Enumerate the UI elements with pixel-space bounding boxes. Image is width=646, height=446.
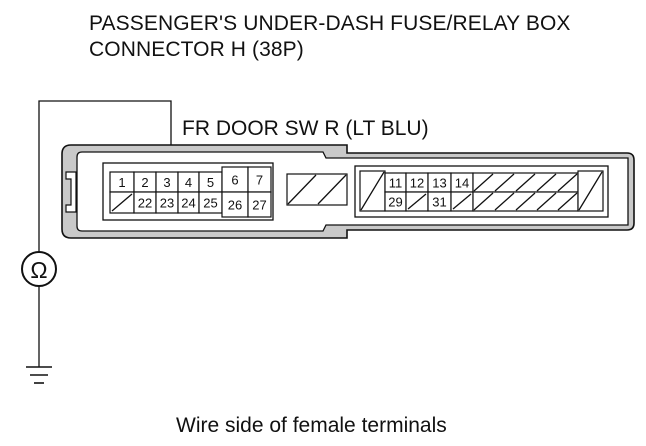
terminal-cavity: 3: [155, 171, 179, 193]
terminal-cavity: 27: [247, 191, 272, 218]
blank-cavity: [450, 191, 474, 212]
terminal-cavity: 2: [133, 171, 157, 193]
terminal-cavity: 31: [427, 191, 452, 212]
terminal-cavity: 11: [384, 172, 407, 193]
terminal-cavity: 24: [177, 191, 200, 214]
terminal-cavity: 6: [221, 166, 249, 193]
terminal-number: 25: [203, 196, 217, 211]
blank-cavity-group: [472, 191, 579, 212]
terminal-cavity: 26: [221, 191, 249, 218]
terminal-cavity: 29: [384, 191, 407, 212]
blank-cavity-group: [577, 170, 604, 212]
blank-cavity: [405, 191, 429, 212]
blank-cavity-group: [286, 173, 348, 206]
terminal-number: 23: [160, 196, 174, 211]
terminal-number: 13: [432, 176, 446, 191]
terminal-cavity: 25: [198, 191, 223, 214]
terminal-cavity: 4: [177, 171, 200, 193]
terminal-cavity: 13: [427, 172, 452, 193]
terminal-number: 11: [389, 176, 403, 191]
wire-label: FR DOOR SW R (LT BLU): [182, 117, 429, 140]
terminal-number: 26: [228, 198, 242, 213]
right-terminal-block: 11 12 13 14 29 31: [359, 170, 604, 212]
blank-cavity-group: [359, 170, 386, 212]
terminal-number: 27: [252, 198, 266, 213]
terminal-cavity: 22: [133, 191, 157, 214]
terminal-number: 24: [181, 196, 195, 211]
diagram-caption: Wire side of female terminals: [176, 414, 447, 437]
blank-cavity-group: [472, 172, 579, 193]
terminal-number: 29: [388, 195, 402, 210]
blank-cavity: [109, 191, 135, 214]
terminal-cavity: 14: [450, 172, 474, 193]
terminal-cavity: 12: [405, 172, 429, 193]
terminal-cavity: 5: [198, 171, 223, 193]
terminal-cavity: 23: [155, 191, 179, 214]
diagram-title-line2: CONNECTOR H (38P): [89, 38, 304, 61]
ground-icon: [26, 366, 52, 384]
diagram-title-line1: PASSENGER'S UNDER-DASH FUSE/RELAY BOX: [89, 12, 571, 35]
terminal-number: 22: [138, 196, 152, 211]
terminal-cavity: 7: [247, 166, 272, 193]
terminal-number: 4: [185, 175, 192, 190]
terminal-number: 14: [455, 176, 469, 191]
terminal-number: 3: [163, 175, 170, 190]
terminal-number: 31: [432, 195, 446, 210]
ohm-symbol: Ω: [30, 257, 47, 283]
ohmmeter-icon: Ω: [21, 251, 57, 287]
tester-lead-wire: [38, 100, 172, 252]
terminal-number: 6: [231, 173, 238, 188]
terminal-number: 7: [256, 173, 263, 188]
terminal-number: 2: [141, 175, 148, 190]
terminal-number: 1: [118, 175, 125, 190]
terminal-number: 12: [410, 176, 424, 191]
terminal-cavity: 1: [109, 171, 135, 193]
terminal-number: 5: [207, 175, 214, 190]
